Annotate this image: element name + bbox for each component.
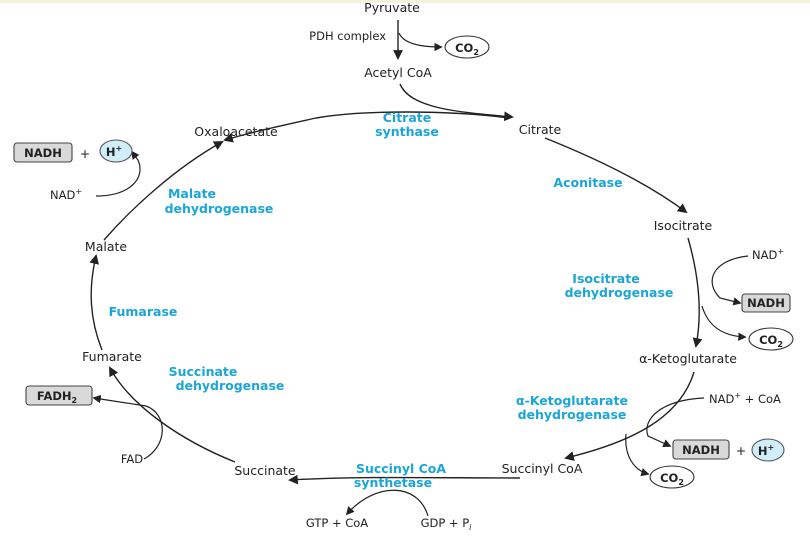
co2-bubble-isocitrate xyxy=(748,327,794,351)
isocitrate-label: Isocitrate xyxy=(654,218,713,233)
arc-malate-dh xyxy=(103,141,224,241)
arc-citrate-synthase xyxy=(315,111,511,119)
nad-coa-label: NAD+ + CoA xyxy=(709,391,781,406)
citrate-label: Citrate xyxy=(519,122,562,137)
citrate-synthase-line1: Citrate xyxy=(383,110,432,125)
nadh-label-malate: NADH xyxy=(24,146,62,160)
malate-dh-line2: dehydrogenase xyxy=(165,201,274,216)
isocitrate-dh-line1: Isocitrate xyxy=(572,271,639,286)
isocitrate-co2-arrow xyxy=(701,305,747,341)
fad-to-fadh2-arrow xyxy=(92,394,163,460)
akg-dh-line1: α-Ketoglutarate xyxy=(516,393,628,408)
nadh-box-isocitrate xyxy=(741,293,791,313)
arc-succinyl-coa-synthetase xyxy=(288,474,521,485)
malate-dh-line1: Malate xyxy=(168,186,216,201)
arc-isocitrate-dh xyxy=(687,237,703,348)
fumarate-label: Fumarate xyxy=(82,349,142,364)
nadh-label-isocitrate: NADH xyxy=(747,296,785,310)
arc-to-oxaloacetate xyxy=(223,117,317,143)
nadh-box-malate xyxy=(13,142,73,163)
co2-label-pdh: CO2 xyxy=(455,41,479,57)
aconitase-label: Aconitase xyxy=(553,175,622,190)
malate-nadh-arrow xyxy=(95,150,141,197)
akg-co2-arrow xyxy=(625,433,650,477)
acetyl-coa-label: Acetyl CoA xyxy=(364,65,432,80)
fadh2-box xyxy=(25,385,93,406)
akg-nadh-arrow xyxy=(646,397,705,448)
succinyl-coa-synthetase-line1: Succinyl CoA xyxy=(356,461,446,476)
arc-succinate-dh xyxy=(109,366,236,463)
co2-bubble-pdh xyxy=(444,35,490,59)
nad-isocitrate-label: NAD+ xyxy=(752,247,784,262)
arc-akg-dh xyxy=(564,371,695,461)
isocitrate-nadh-arrow xyxy=(711,255,749,306)
acetyl-coa-to-citrate-arrow xyxy=(399,83,514,122)
top-border xyxy=(0,0,810,3)
succinyl-coa-label: Succinyl CoA xyxy=(502,461,583,476)
nadh-label-akg: NADH xyxy=(682,443,720,457)
malate-label: Malate xyxy=(85,239,127,254)
h-ion-label-akg: H+ xyxy=(758,443,774,458)
h-ion-label-malate: H+ xyxy=(106,144,122,159)
succinate-label: Succinate xyxy=(234,463,296,478)
arc-aconitase xyxy=(544,137,688,214)
isocitrate-dh-line2: dehydrogenase xyxy=(565,285,674,300)
gdp-pi-label: GDP + Pi xyxy=(421,516,473,532)
h-ion-bubble-akg xyxy=(751,438,785,462)
gdp-to-gtp-arrow xyxy=(345,489,429,517)
pyruvate-label: Pyruvate xyxy=(364,0,420,15)
co2-bubble-akg xyxy=(649,465,695,489)
pdh-co2-arrow xyxy=(398,32,443,52)
fadh2-label: FADH2 xyxy=(37,389,77,405)
plus-akg: + xyxy=(736,443,746,458)
gtp-coa-label: GTP + CoA xyxy=(306,516,368,530)
pdh-complex-label: PDH complex xyxy=(309,29,386,43)
succinate-dh-line1: Succinate xyxy=(169,364,238,379)
akg-dh-line2: dehydrogenase xyxy=(518,407,627,422)
h-ion-bubble-malate xyxy=(99,139,133,163)
nad-malate-label: NAD+ xyxy=(50,187,82,202)
fad-label: FAD xyxy=(121,452,143,466)
citrate-synthase-line2: synthase xyxy=(375,124,439,139)
fumarase-label: Fumarase xyxy=(109,304,178,319)
co2-label-isocitrate: CO2 xyxy=(759,333,783,349)
oxaloacetate-label: Oxaloacetate xyxy=(194,124,278,139)
succinate-dh-line2: dehydrogenase xyxy=(176,378,285,393)
arc-fumarase xyxy=(89,254,103,351)
nadh-box-akg xyxy=(672,439,730,460)
alpha-ketoglutarate-label: α-Ketoglutarate xyxy=(639,351,737,366)
plus-malate: + xyxy=(80,146,90,161)
succinyl-coa-synthetase-line2: synthetase xyxy=(354,475,432,490)
co2-label-akg: CO2 xyxy=(660,471,684,487)
